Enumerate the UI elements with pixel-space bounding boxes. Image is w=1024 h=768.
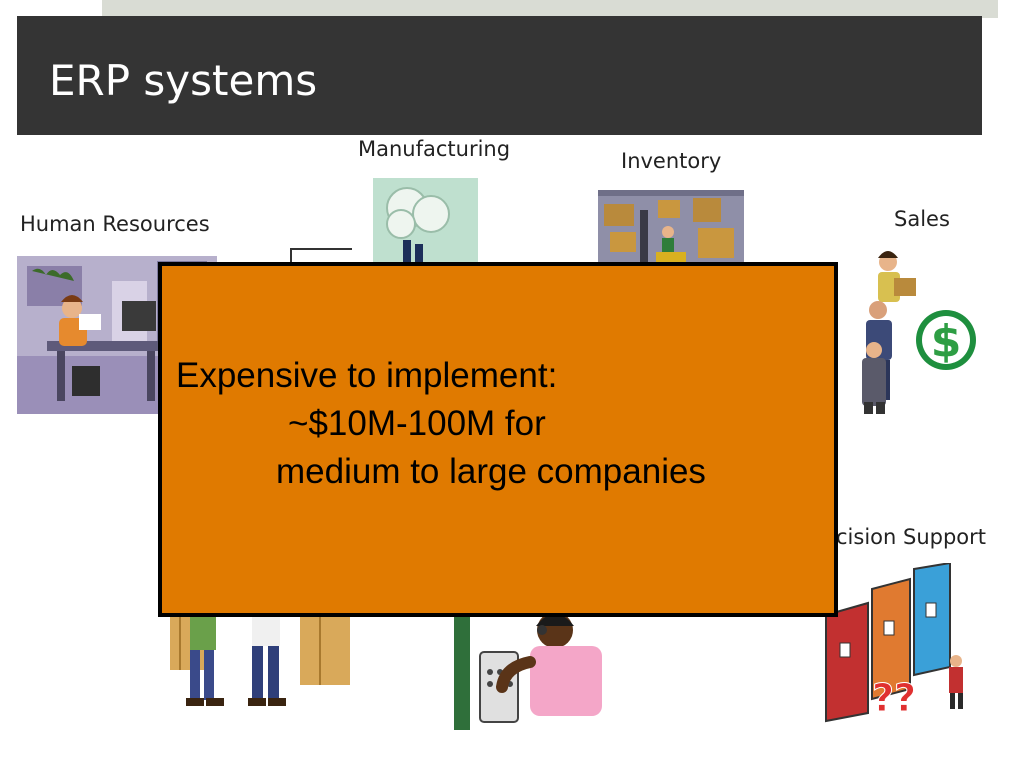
label-decision-support: cision Support	[836, 525, 987, 549]
question-marks-symbol: ??	[872, 676, 916, 720]
top-accent-strip	[102, 0, 998, 18]
callout-line-1: Expensive to implement:	[176, 356, 558, 395]
callout-line-2: ~$10M-100M for	[288, 404, 546, 443]
label-human-resources: Human Resources	[20, 212, 210, 236]
manufacturing-clipart-icon	[373, 178, 478, 264]
cost-callout-box: Expensive to implement: ~$10M-100M for m…	[158, 262, 838, 617]
title-bar: ERP systems	[17, 16, 982, 135]
callout-line-3: medium to large companies	[276, 452, 706, 491]
label-inventory: Inventory	[621, 149, 722, 173]
slide-title: ERP systems	[49, 56, 318, 105]
customer-service-clipart-icon	[454, 612, 602, 730]
sales-clipart-icon: $	[862, 251, 976, 414]
shipping-clipart-icon	[170, 610, 350, 706]
label-sales: Sales	[894, 207, 950, 231]
inventory-clipart-icon	[598, 190, 744, 264]
decision-support-clipart-icon: ??	[825, 563, 963, 723]
label-manufacturing: Manufacturing	[358, 137, 511, 161]
dollar-sign-symbol: $	[931, 316, 962, 367]
